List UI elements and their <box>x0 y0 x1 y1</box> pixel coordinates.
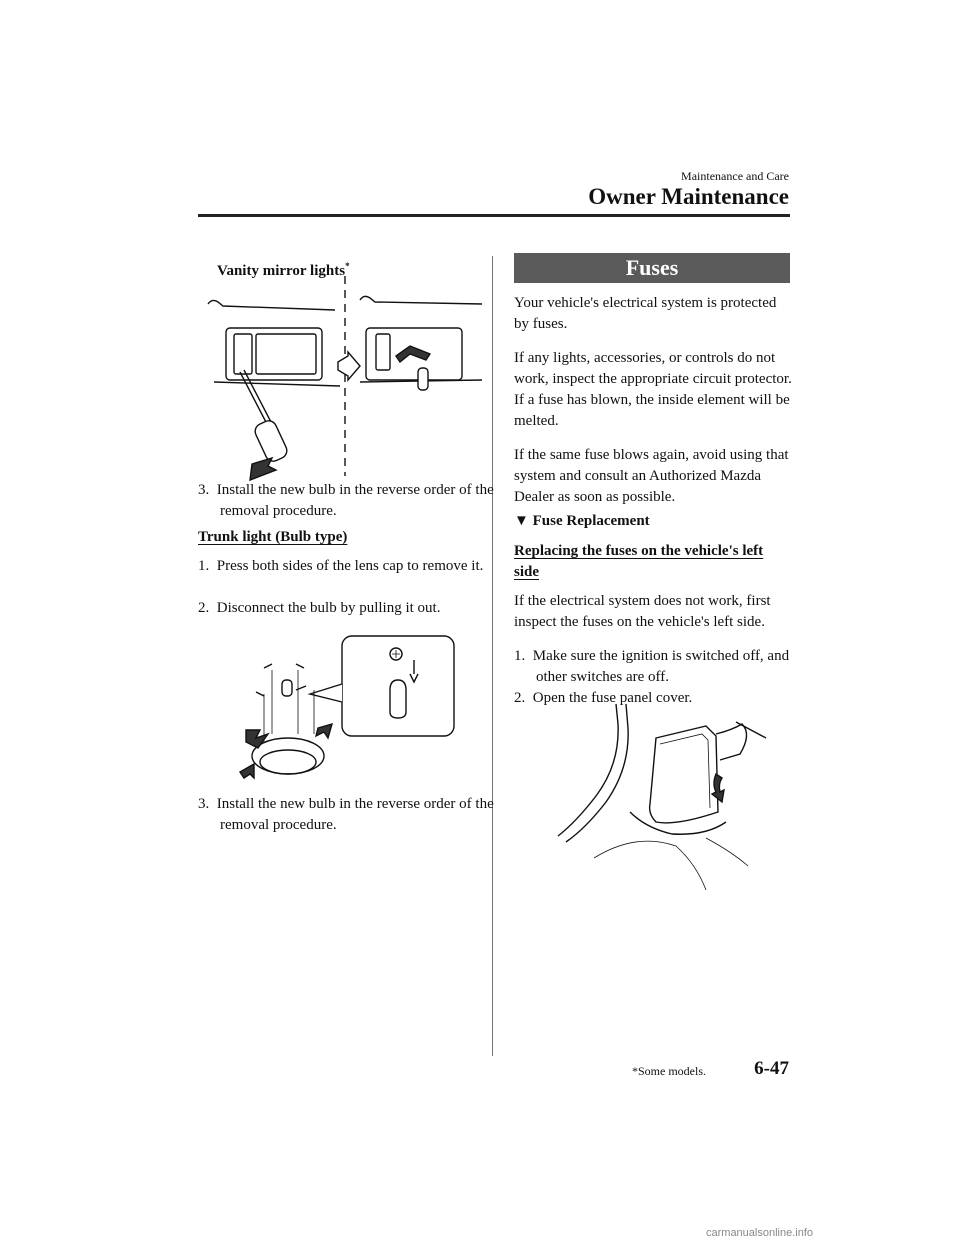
chapter-title: Owner Maintenance <box>588 184 789 209</box>
section-title: Maintenance and Care <box>681 169 789 183</box>
fuse-replacement-heading: ▼ Fuse Replacement <box>514 513 650 529</box>
fuses-banner: Fuses <box>514 253 790 283</box>
footnote: *Some models. <box>632 1064 706 1078</box>
paragraph-inspect: If any lights, accessories, or controls … <box>514 350 792 429</box>
trunk-heading: Trunk light (Bulb type) <box>198 529 348 545</box>
left-side-heading: Replacing the fuses on the vehicle's lef… <box>514 543 764 580</box>
vanity-step-3: 3. Install the new bulb in the reverse o… <box>198 482 494 519</box>
header-rule <box>198 214 790 217</box>
vanity-mirror-illustration <box>207 276 483 482</box>
watermark: carmanualsonline.info <box>706 1227 814 1239</box>
vanity-heading: Vanity mirror lights* <box>217 261 350 279</box>
paragraph-protection: Your vehicle's electrical system is prot… <box>514 295 777 332</box>
paragraph-same-fuse: If the same fuse blows again, avoid usin… <box>514 447 789 505</box>
triangle-marker-icon: ▼ <box>514 513 529 529</box>
trunk-step-2: 2. Disconnect the bulb by pulling it out… <box>198 600 441 616</box>
fuse-panel-illustration <box>557 703 767 891</box>
page-number: 6-47 <box>754 1058 789 1079</box>
fuse-step-1: 1. Make sure the ignition is switched of… <box>514 648 790 685</box>
column-divider <box>492 256 493 1056</box>
trunk-step-1: 1. Press both sides of the lens cap to r… <box>198 558 484 574</box>
paragraph-first-inspect: If the electrical system does not work, … <box>514 593 771 630</box>
fuse-step-2: 2. Open the fuse panel cover. <box>514 690 693 706</box>
trunk-light-illustration <box>239 635 455 780</box>
trunk-step-3: 3. Install the new bulb in the reverse o… <box>198 796 494 833</box>
